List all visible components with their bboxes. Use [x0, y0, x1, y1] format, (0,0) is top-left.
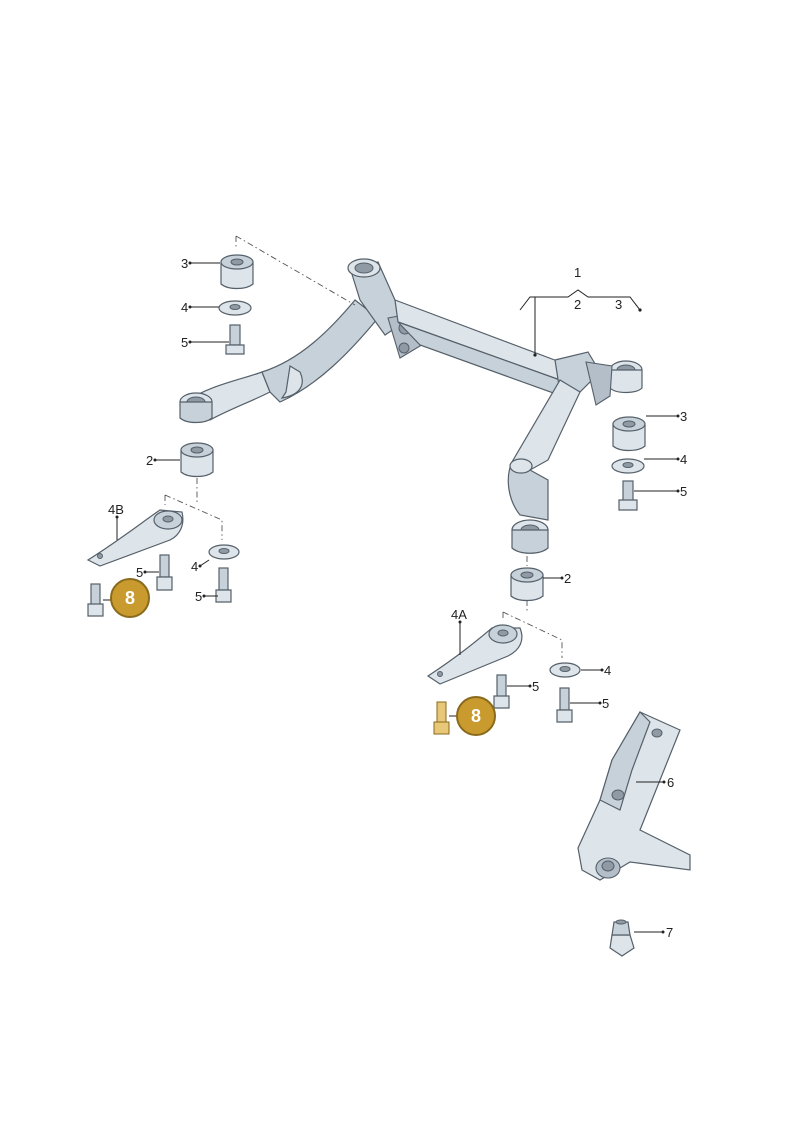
label-4b: 4B [108, 502, 124, 517]
label-5-left: 5 [181, 335, 188, 350]
label-2-right: 2 [564, 571, 571, 586]
label-4-4b: 4 [191, 559, 198, 574]
right-upper-bushing-stack [611, 416, 646, 511]
label-4-left: 4 [181, 300, 188, 315]
label-1-3: 3 [615, 297, 622, 312]
leader-lines [103, 261, 680, 934]
part-1-bracket [519, 289, 642, 357]
label-5-4a-b: 5 [602, 696, 609, 711]
label-3-left: 3 [181, 256, 188, 271]
bracket-4b [86, 494, 240, 617]
label-5-4a-a: 5 [532, 679, 539, 694]
label-2-left: 2 [146, 453, 153, 468]
bracket-4a [426, 611, 581, 735]
badge-8-right-text: 8 [471, 706, 481, 726]
badge-8-left: 8 [110, 578, 150, 618]
right-lower-bushing [510, 556, 544, 612]
label-7: 7 [666, 925, 673, 940]
label-6: 6 [667, 775, 674, 790]
label-4a: 4A [451, 607, 467, 622]
label-4-4a: 4 [604, 663, 611, 678]
label-4-right: 4 [680, 452, 687, 467]
rear-subframe [179, 258, 643, 554]
part-number-labels: 1 2 3 3 4 5 2 4B 5 4 5 3 4 5 2 4A 5 4 5 … [108, 256, 687, 940]
left-upper-bushing-stack [218, 235, 356, 355]
label-1: 1 [574, 265, 581, 280]
badge-8-right: 8 [456, 696, 496, 736]
label-1-2: 2 [574, 297, 581, 312]
part-7-nut [609, 919, 635, 957]
label-5-right: 5 [680, 484, 687, 499]
left-lower-bushing [180, 442, 214, 505]
badge-8-left-text: 8 [125, 588, 135, 608]
label-3-right: 3 [680, 409, 687, 424]
label-5-4b-b: 5 [195, 589, 202, 604]
label-5-4b-a: 5 [136, 565, 143, 580]
part-6-bracket [577, 711, 691, 881]
